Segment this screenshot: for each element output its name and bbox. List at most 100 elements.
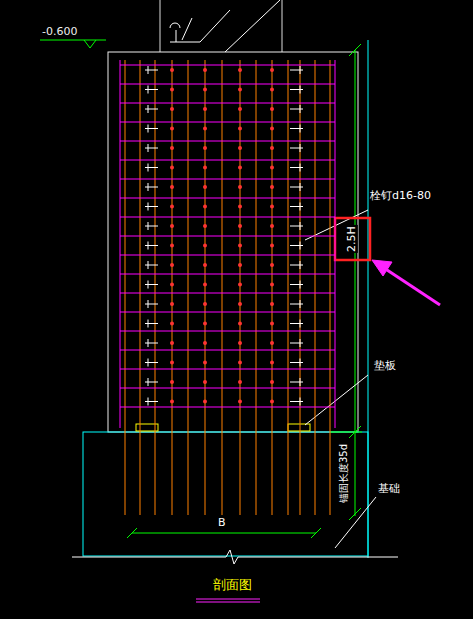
rebar-dot xyxy=(170,224,174,228)
rebar-line xyxy=(290,70,303,71)
rebar-line xyxy=(290,343,303,344)
rebar-dot xyxy=(203,68,207,72)
rebar-dot xyxy=(170,341,174,345)
rebar-line xyxy=(300,105,301,113)
rebar-line xyxy=(145,284,158,285)
rebar-line xyxy=(222,60,223,515)
rebar-line xyxy=(290,382,303,383)
rebar-line xyxy=(120,160,335,161)
rebar-dot xyxy=(238,205,242,209)
rebar-dot xyxy=(270,283,274,287)
rebar-dot xyxy=(203,127,207,131)
rebar-line xyxy=(300,183,301,191)
rebar-line xyxy=(120,179,335,180)
rebar-line xyxy=(125,60,126,515)
rebar-line xyxy=(290,245,303,246)
rebar-dot xyxy=(238,283,242,287)
rebar-line xyxy=(145,401,158,402)
rebar-line xyxy=(145,226,158,227)
rebar-dot xyxy=(270,166,274,170)
rebar-dot xyxy=(203,400,207,404)
rebar-line xyxy=(300,398,301,406)
rebar-line xyxy=(300,203,301,211)
rebar-dot xyxy=(270,380,274,384)
rebar-line xyxy=(290,109,303,110)
rebar-dot xyxy=(203,107,207,111)
stud-label: 栓钉d16-80 xyxy=(370,190,431,202)
rebar-line xyxy=(120,293,335,294)
rebar-line xyxy=(120,255,335,256)
rebar-dot xyxy=(238,322,242,326)
rebar-line xyxy=(300,60,301,515)
rebar-line xyxy=(120,84,335,85)
rebar-line xyxy=(148,86,149,94)
rebar-line xyxy=(145,362,158,363)
rebar-dot xyxy=(238,146,242,150)
rebar-dot xyxy=(170,127,174,131)
rebar-line xyxy=(300,359,301,367)
rebar-line xyxy=(148,359,149,367)
rebar-line xyxy=(290,226,303,227)
rebar-line xyxy=(145,245,158,246)
rebar-line xyxy=(300,222,301,230)
rebar-line xyxy=(290,323,303,324)
rebar-line xyxy=(145,187,158,188)
rebar-line xyxy=(300,281,301,289)
rebar-line xyxy=(335,60,336,428)
rebar-dot xyxy=(203,302,207,306)
rebar-dot xyxy=(238,302,242,306)
rebar-dot xyxy=(170,88,174,92)
rebar-line xyxy=(188,60,189,515)
rebar-dot xyxy=(170,263,174,267)
rebar-dot xyxy=(170,244,174,248)
rebar-line xyxy=(256,60,257,515)
rebar-line xyxy=(145,382,158,383)
rebar-dot xyxy=(170,185,174,189)
rebar-line xyxy=(290,401,303,402)
rebar-dot xyxy=(170,322,174,326)
rebar-line xyxy=(145,128,158,129)
rebar-line xyxy=(148,66,149,74)
rebar-line xyxy=(120,198,335,199)
rebar-line xyxy=(145,304,158,305)
rebar-dot xyxy=(203,88,207,92)
rebar-dot xyxy=(203,380,207,384)
rebar-line xyxy=(145,167,158,168)
rebar-line xyxy=(148,144,149,152)
caption: 剖面图 xyxy=(213,578,252,592)
rebar-dot xyxy=(270,185,274,189)
rebar-dot xyxy=(170,68,174,72)
rebar-dot xyxy=(203,322,207,326)
rebar-line xyxy=(148,261,149,269)
rebar-line xyxy=(148,398,149,406)
rebar-dot xyxy=(203,166,207,170)
rebar-line xyxy=(148,183,149,191)
rebar-line xyxy=(290,89,303,90)
rebar-dot xyxy=(270,146,274,150)
rebar-dot xyxy=(170,361,174,365)
rebar-line xyxy=(145,89,158,90)
rebar-line xyxy=(145,109,158,110)
rebar-line xyxy=(120,388,335,389)
dimension-label: B xyxy=(218,517,226,529)
rebar-line xyxy=(300,378,301,386)
rebar-dot xyxy=(203,224,207,228)
rebar-line xyxy=(300,261,301,269)
rebar-dot xyxy=(170,107,174,111)
rebar-line xyxy=(290,206,303,207)
rebar-dot xyxy=(238,166,242,170)
rebar-dot xyxy=(270,127,274,131)
rebar-dot xyxy=(238,88,242,92)
rebar-line xyxy=(148,125,149,133)
rebar-line xyxy=(148,222,149,230)
rebar-dot xyxy=(270,205,274,209)
rebar-dot xyxy=(238,185,242,189)
rebar-dot xyxy=(203,146,207,150)
rebar-dot xyxy=(270,400,274,404)
rebar-line xyxy=(290,265,303,266)
rebar-line xyxy=(148,242,149,250)
rebar-line xyxy=(120,331,335,332)
rebar-dot xyxy=(170,302,174,306)
rebar-line xyxy=(290,148,303,149)
